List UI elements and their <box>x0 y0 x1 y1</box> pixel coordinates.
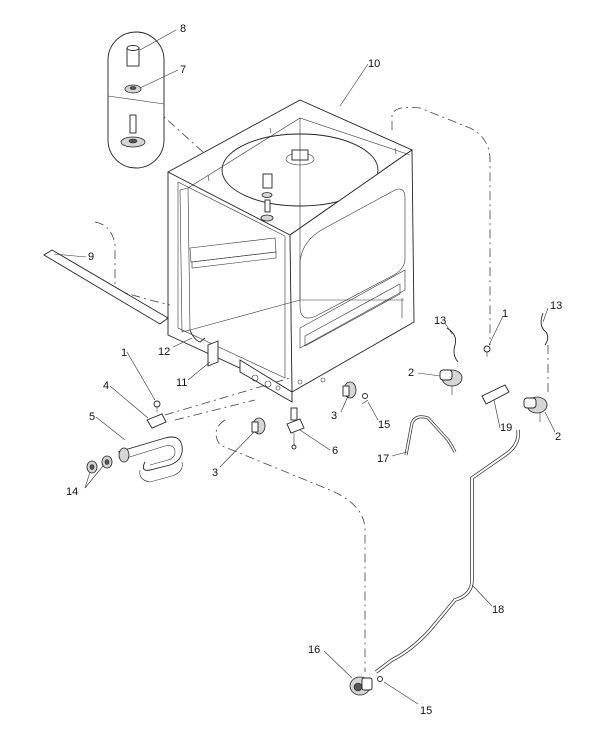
callout-17: 17 <box>377 453 389 465</box>
callout-10: 10 <box>368 58 380 70</box>
callout-5: 5 <box>89 411 95 423</box>
part-2-sensors <box>439 369 548 422</box>
callout-2-right: 2 <box>555 431 561 443</box>
cabinet-frame <box>167 99 415 403</box>
part-17-tube-inner <box>405 416 456 456</box>
part-19-bracket <box>481 384 510 405</box>
callout-12: 12 <box>158 346 170 358</box>
callout-4: 4 <box>103 380 109 392</box>
callout-3-left: 3 <box>212 467 218 479</box>
detail-bubble <box>107 31 165 169</box>
callout-9: 9 <box>88 251 94 263</box>
callout-7: 7 <box>180 64 186 76</box>
hose-assembly <box>86 436 183 483</box>
top-shaft-assembly <box>260 173 274 222</box>
left-fasteners <box>146 400 167 429</box>
part-16-valve <box>349 676 373 696</box>
right-screw <box>483 345 491 357</box>
callout-19: 19 <box>500 422 512 434</box>
part-12-clip <box>189 329 206 343</box>
callout-13-right: 13 <box>550 300 562 312</box>
callout-14: 14 <box>66 486 78 498</box>
callout-6: 6 <box>332 445 338 457</box>
part-11-bracket <box>207 340 219 367</box>
callout-15-top: 15 <box>378 419 390 431</box>
part-17-tube <box>404 415 457 456</box>
part-3-fittings <box>251 381 357 435</box>
callout-18: 18 <box>492 604 504 616</box>
callout-1-left: 1 <box>121 347 127 359</box>
leader-lines <box>53 29 556 705</box>
callout-13-left: 13 <box>434 315 446 327</box>
part-13-wires <box>446 312 549 363</box>
callout-16: 16 <box>308 644 320 656</box>
callout-1-right: 1 <box>502 308 508 320</box>
part-18-pipe <box>374 429 520 674</box>
callout-8: 8 <box>180 23 186 35</box>
callout-15-bottom: 15 <box>420 705 432 717</box>
part-18-pipe-inner <box>375 429 520 673</box>
part-6-valve <box>286 407 305 450</box>
callout-3-right: 3 <box>331 410 337 422</box>
callout-2-left: 2 <box>408 367 414 379</box>
callout-labels: 8 7 10 9 12 11 1 4 5 14 3 6 3 15 2 13 1 … <box>66 23 562 717</box>
part-9-panel <box>43 249 169 325</box>
part-15-screws <box>361 393 383 682</box>
callout-11: 11 <box>176 377 187 389</box>
